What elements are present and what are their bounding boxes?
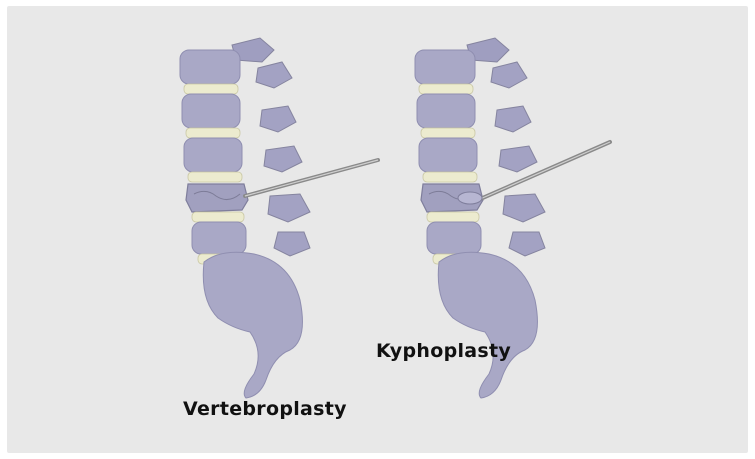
kyphoplasty-label: Kyphoplasty — [376, 340, 511, 362]
vertebroplasty-spine — [180, 38, 378, 398]
vertebroplasty-label: Vertebroplasty — [183, 398, 347, 420]
